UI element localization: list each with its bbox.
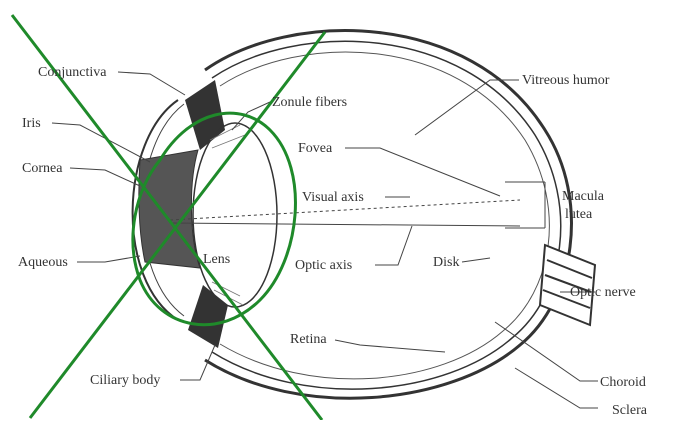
label-optic-nerve: Optic nerve — [570, 285, 636, 300]
label-aqueous: Aqueous — [18, 255, 68, 270]
optic-axis-line — [170, 223, 520, 226]
label-conjunctiva: Conjunctiva — [38, 65, 107, 80]
label-vitreous-humor: Vitreous humor — [522, 73, 610, 88]
choroid-outline — [212, 41, 561, 389]
label-iris: Iris — [22, 116, 41, 131]
label-sclera: Sclera — [612, 403, 648, 418]
label-optic-axis: Optic axis — [295, 258, 352, 273]
label-visual-axis: Visual axis — [302, 190, 364, 205]
retina-outline — [220, 52, 549, 379]
label-macula-lutea-line2: lutea — [565, 207, 593, 222]
label-ciliary-body: Ciliary body — [90, 373, 160, 388]
macula-bracket — [505, 182, 545, 228]
label-macula-lutea-line1: Macula — [562, 189, 605, 204]
label-lens: Lens — [203, 252, 230, 267]
label-cornea: Cornea — [22, 161, 63, 176]
label-choroid: Choroid — [600, 375, 646, 390]
label-retina: Retina — [290, 332, 327, 347]
green-diagonal-line-2 — [30, 32, 325, 418]
label-zonule-fibers: Zonule fibers — [272, 95, 347, 110]
label-fovea: Fovea — [298, 141, 333, 156]
label-disk: Disk — [433, 255, 459, 270]
zonule-fibers-lines — [210, 125, 245, 305]
